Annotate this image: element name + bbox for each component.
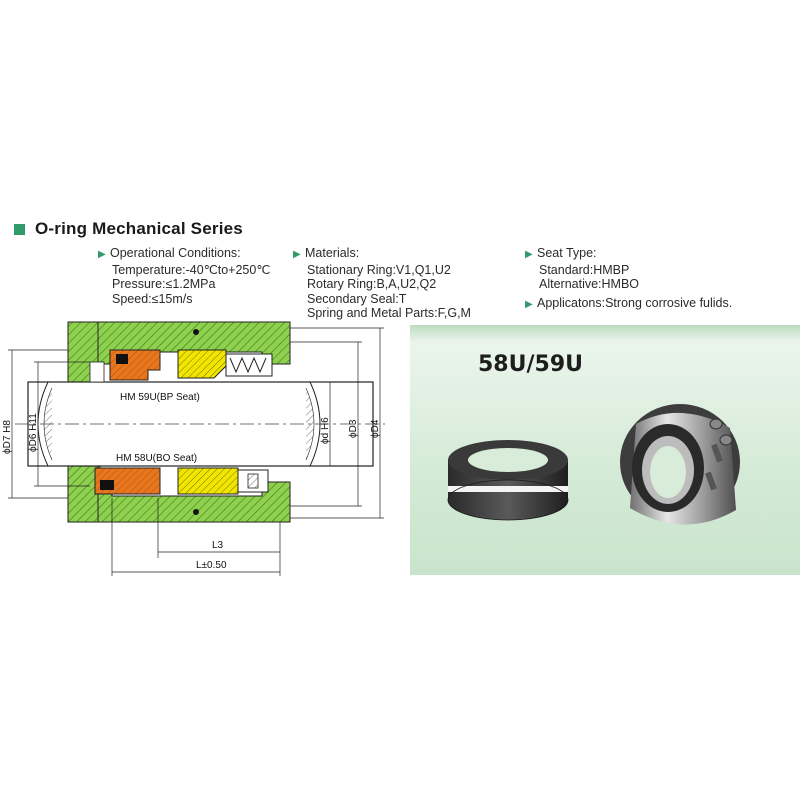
spec-line: Stationary Ring:V1,Q1,U2	[307, 262, 451, 277]
spec-line: Speed:≤15m/s	[112, 291, 193, 306]
dimension-lines-bottom	[111, 498, 281, 576]
dim-d-h6: ϕd H6	[320, 417, 331, 444]
dim-d7-h8: ϕD7 H8	[2, 420, 13, 454]
photo-panel-top-band	[410, 325, 800, 341]
page-title: O-ring Mechanical Series	[35, 219, 243, 238]
rotary-seal-unit-image	[620, 404, 740, 525]
dim-l: L±0.50	[196, 560, 227, 571]
seal-bottom-components	[94, 467, 269, 515]
spec-operational: ▶ Operational Conditions: Temperature:-40…	[98, 246, 270, 306]
title-square-icon	[14, 223, 25, 235]
seat-bottom-label: HM 58U(BO Seat)	[116, 453, 197, 464]
spec-line: Secondary Seal:T	[307, 291, 407, 306]
spec-line: Rotary Ring:B,A,U2,Q2	[307, 277, 437, 292]
spec-applications: Applicatons:Strong corrosive fulids.	[537, 295, 733, 310]
product-photo	[447, 404, 740, 525]
spec-heading: Materials:	[305, 246, 360, 260]
triangle-bullet-icon: ▶	[525, 249, 533, 260]
triangle-bullet-icon: ▶	[525, 298, 533, 310]
dimension-lines-left	[8, 349, 90, 499]
spec-line: Standard:HMBP	[539, 262, 630, 277]
dim-d6-h11: ϕD6 H11	[28, 413, 39, 452]
triangle-bullet-icon: ▶	[293, 249, 301, 260]
dim-d3: ϕD3	[348, 419, 359, 438]
dim-d4: ϕD4	[370, 419, 381, 438]
shaft	[15, 381, 385, 467]
spec-seat-type: ▶ Seat Type: Standard:HMBP Alternative:HM…	[525, 246, 732, 312]
spec-materials: ▶ Materials: Stationary Ring:V1,Q1,U2 Rot…	[293, 246, 471, 321]
dimension-lines-right	[290, 327, 384, 519]
spec-line: Temperature:-40℃to+250℃	[112, 262, 271, 277]
spec-heading: Seat Type:	[537, 246, 597, 260]
section-title: O-ring Mechanical Series	[14, 218, 243, 240]
dim-l3: L3	[212, 540, 224, 551]
seal-cross-section-drawing: HM 59U(BP Seat) HM 58U(BO Seat) ϕD7 H8 ϕ…	[2, 321, 385, 576]
stationary-ring-image	[447, 440, 569, 521]
seat-top-label: HM 59U(BP Seat)	[120, 392, 200, 403]
spec-heading: Operational Conditions:	[110, 246, 241, 260]
triangle-bullet-icon: ▶	[98, 249, 106, 260]
spec-line: Pressure:≤1.2MPa	[112, 277, 216, 292]
spec-line: Spring and Metal Parts:F,G,M	[307, 306, 471, 321]
model-label: 58U/59U	[478, 352, 583, 377]
spec-line: Alternative:HMBO	[539, 277, 640, 292]
seal-top-components	[89, 329, 273, 383]
